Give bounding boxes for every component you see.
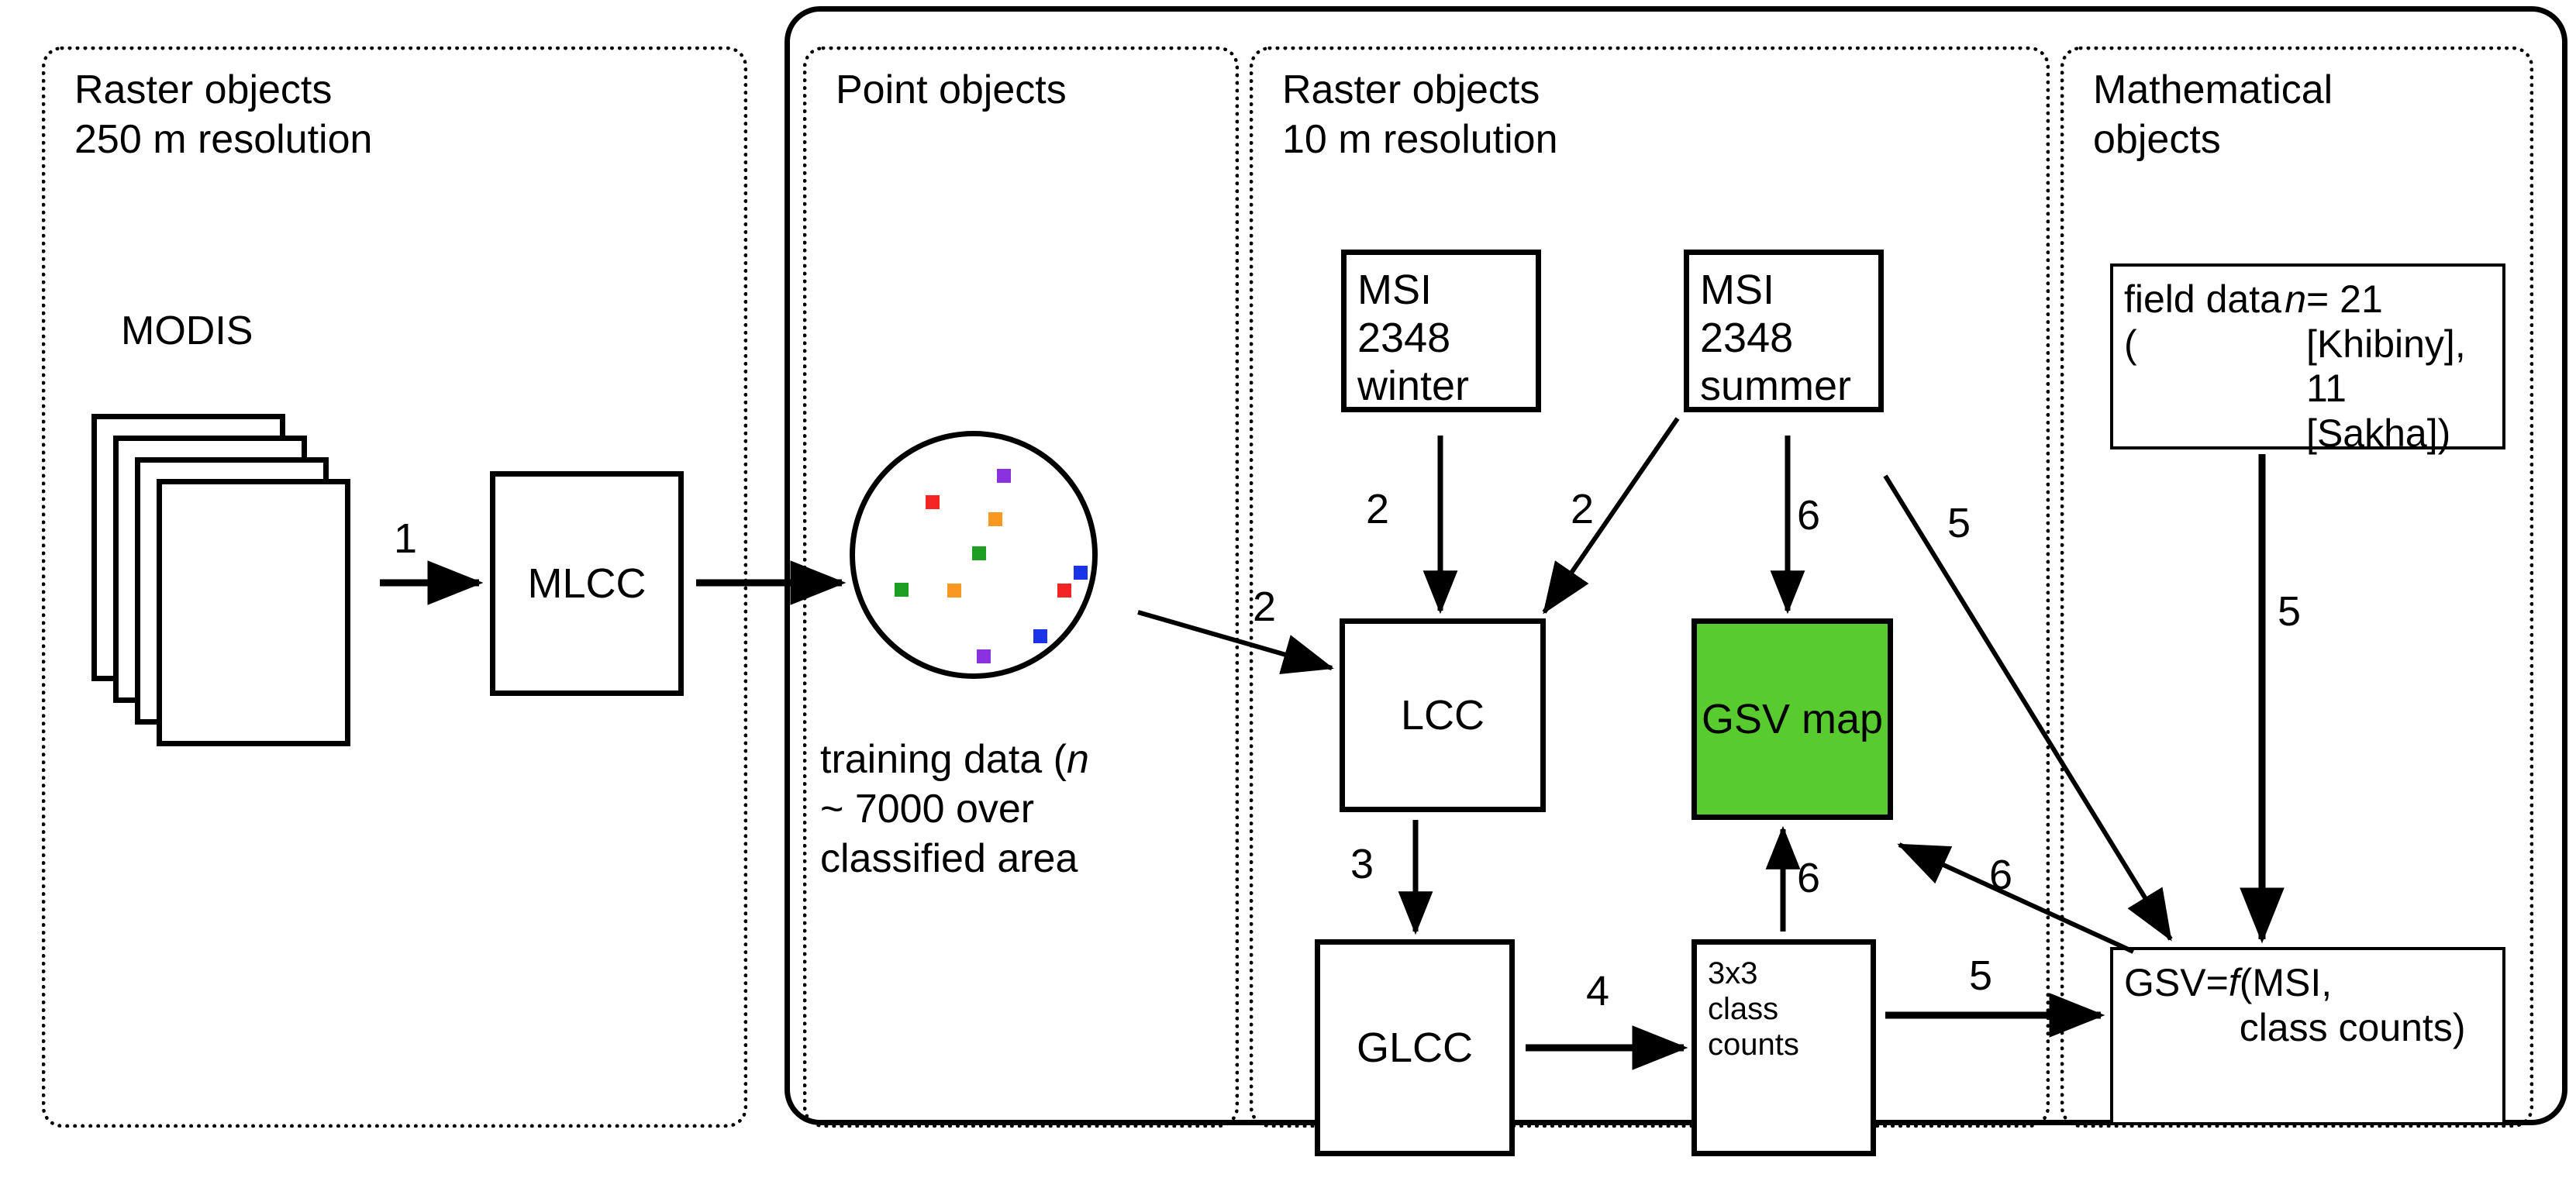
training-dot [947,584,961,598]
edge-label-msisummer-to-lcc: 2 [1571,486,1595,532]
modis-label: MODIS [121,308,253,353]
edge-label-fielddata-to-gsvformula: 5 [2278,588,2302,635]
node-msi-summer[interactable]: MSI 2348 summer [1684,250,1884,412]
edge-label-circle-to-lcc: 2 [1253,584,1277,630]
training-dot [1033,629,1047,643]
training-dot [1057,584,1071,598]
node-msi-winter[interactable]: MSI 2348 winter [1341,250,1541,412]
training-dot [997,469,1011,483]
edge-label-classcounts-to-gsvmap: 6 [1797,855,1821,901]
edge-label-msisummer-to-gsvmap: 6 [1797,492,1821,539]
node-glcc[interactable]: GLCC [1315,939,1515,1156]
edge-label-lcc-to-glcc: 3 [1350,841,1374,887]
node-class-counts[interactable]: 3x3 class counts [1691,939,1876,1156]
training-dot [972,546,986,560]
training-data-circle [850,431,1098,679]
training-dot [977,649,991,663]
panel-point-objects-title: Point objects [836,67,1067,112]
node-gsv-formula[interactable]: GSV=f(MSI,class counts) [2110,947,2505,1125]
node-field-data[interactable]: field data (n = 21[Khibiny], 11[Sakha]) [2110,263,2505,455]
edge-label-modis-to-mlcc: 1 [394,515,418,562]
panel-raster-250m [42,46,747,1128]
edge-label-glcc-to-classcounts: 4 [1586,968,1610,1014]
panel-raster-250m-title: Raster objects 250 m resolution [74,67,373,162]
training-dot [895,583,909,597]
edge-label-msisummer-to-gsvformula: 5 [1947,500,1971,546]
edge-label-msiwinter-to-lcc: 2 [1366,486,1390,532]
node-mlcc[interactable]: MLCC [490,471,684,696]
node-lcc[interactable]: LCC [1340,618,1546,812]
training-dot [988,512,1002,526]
edge-label-classcounts-to-gsvformula: 5 [1969,952,1993,999]
training-dot [926,495,940,509]
panel-raster-10m-title: Raster objects 10 m resolution [1282,67,1558,162]
node-gsv-map[interactable]: GSV map [1691,618,1893,820]
modis-raster-sheet-4 [157,479,350,746]
training-dot [1074,566,1088,580]
edge-label-gsvformula-to-gsvmap: 6 [1989,852,2013,898]
panel-mathematical-objects-title: Mathematical objects [2093,67,2333,162]
